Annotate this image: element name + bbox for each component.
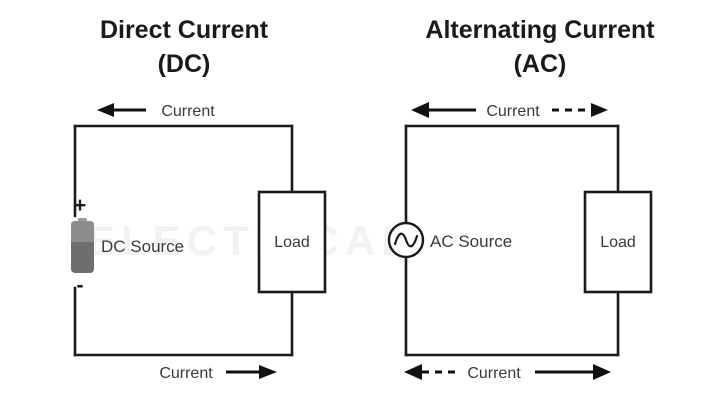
dc-top-arrow-head [97,103,114,117]
dc-title-line1: Direct Current [100,16,269,44]
dc-top-current-label: Current [161,103,215,120]
ac-load-box [583,190,653,294]
ac-top-left-arrow-head [411,102,429,118]
dc-load-box [257,190,327,294]
dc-battery-symbol [71,218,94,273]
ac-bottom-right-arrow [535,364,611,380]
watermark-text: ELECTRICAL [87,217,413,264]
ac-bottom-right-arrow-head [593,364,611,380]
ac-load-label: Load [600,234,636,251]
ac-source-symbol [387,221,425,259]
dc-plus-sign: + [74,194,86,217]
dc-title-line2: (DC) [158,50,211,78]
dc-bottom-current-label: Current [159,365,213,382]
ac-top-right-arrow-head [591,103,608,117]
dc-top-current-arrow [97,103,146,117]
sine-wave-icon [393,232,419,248]
ac-bottom-left-arrow [404,364,455,380]
ac-title-line1: Alternating Current [425,16,655,44]
ac-bottom-current-label: Current [467,365,521,382]
dc-minus-sign: - [77,274,84,297]
dc-source-label: DC Source [101,237,184,256]
ac-top-right-arrow [552,103,608,117]
battery-top-segment [71,221,94,242]
ac-source-label: AC Source [430,232,512,251]
dc-bottom-current-arrow [226,365,277,379]
ac-title-line2: (AC) [514,50,567,78]
ac-top-left-arrow [411,102,476,118]
dc-load-label: Load [274,234,310,251]
ac-bottom-left-arrow-head [404,364,422,380]
dc-bottom-arrow-head [259,365,277,379]
ac-top-current-label: Current [486,103,540,120]
